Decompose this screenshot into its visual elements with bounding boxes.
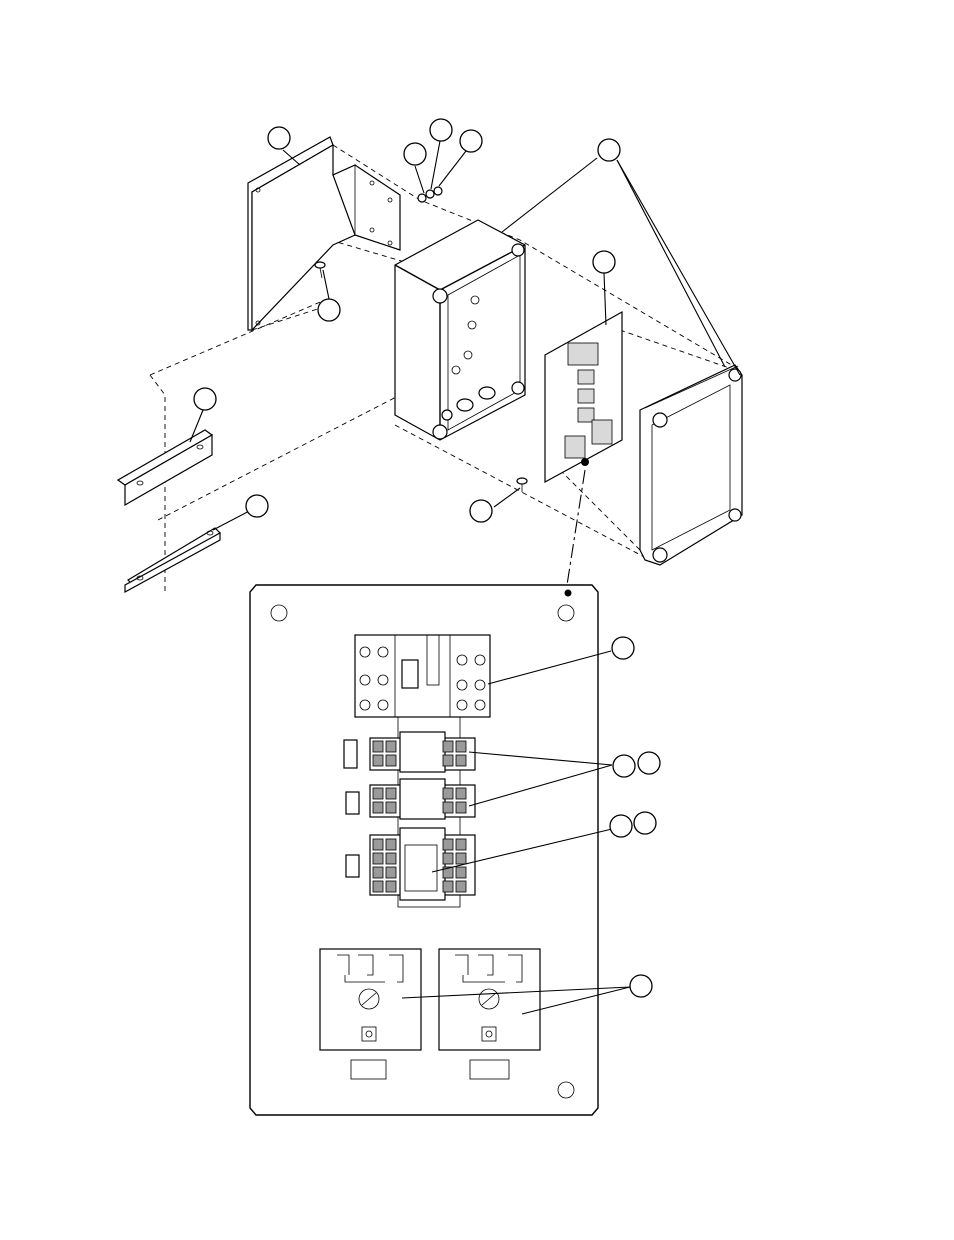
control-dial-right — [439, 949, 540, 1079]
enclosure-lid — [640, 365, 742, 565]
relay-module-2 — [346, 779, 475, 819]
callout-c11 — [612, 637, 634, 659]
callout-c2 — [404, 143, 426, 165]
callout-c6 — [318, 299, 340, 321]
control-dial-left — [320, 949, 421, 1079]
din-rail-upper — [118, 430, 212, 505]
callout-c15 — [634, 812, 656, 834]
callout-c7 — [593, 251, 615, 273]
callout-c4 — [460, 130, 482, 152]
relay-module-1 — [344, 732, 475, 772]
callout-c12 — [613, 755, 635, 777]
callout-c10 — [470, 500, 492, 522]
board-marker-dot — [581, 458, 589, 466]
washer-nut-stack — [418, 187, 442, 202]
callout-c16 — [630, 975, 652, 997]
callout-c13 — [638, 752, 660, 774]
callout-c1 — [268, 127, 290, 149]
callout-c5 — [598, 139, 620, 161]
detail-view-leader — [567, 470, 585, 585]
relay-module-3 — [346, 828, 475, 900]
contactor — [355, 635, 490, 717]
enclosure-box — [395, 220, 525, 440]
circuit-board — [545, 312, 622, 482]
callout-c8 — [194, 388, 216, 410]
callout-c14 — [610, 815, 632, 837]
callout-c9 — [246, 495, 268, 517]
din-rail-lower — [125, 528, 220, 592]
callout-c3 — [430, 119, 452, 141]
